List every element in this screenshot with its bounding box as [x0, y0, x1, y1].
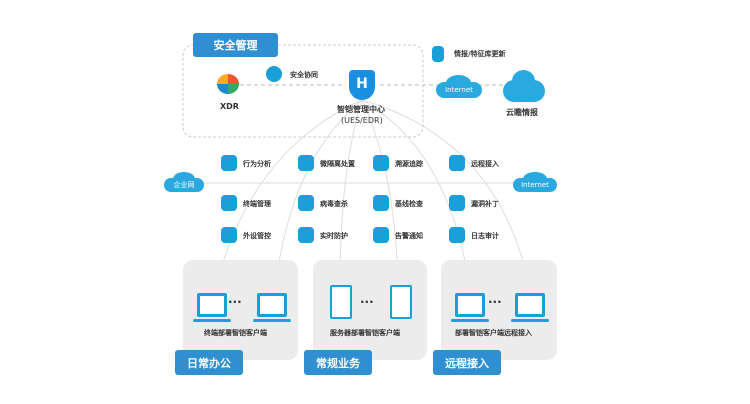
feature-icon — [221, 227, 237, 243]
update-label: 情报/特征库更新 — [454, 50, 506, 58]
ellipsis: ··· — [228, 295, 242, 309]
xdr-label: XDR — [220, 102, 239, 111]
feature-label: 终端管理 — [243, 200, 271, 208]
enterprise-net-cloud: 企业网 — [164, 171, 204, 192]
shield-logo-icon: H — [349, 70, 375, 100]
server-icon — [330, 285, 352, 319]
feature-label: 日志审计 — [471, 232, 499, 240]
feature-label: 病毒查杀 — [320, 200, 348, 208]
handshake-icon — [266, 66, 282, 82]
laptop-icon — [193, 293, 231, 322]
feature-label: 行为分析 — [243, 160, 271, 168]
intel-label: 云瞻情报 — [506, 108, 538, 117]
feature-icon — [373, 195, 389, 211]
internet-right-label: Internet — [521, 181, 549, 189]
feature-label: 微隔离处置 — [320, 160, 355, 168]
feature-label: 实时防护 — [320, 232, 348, 240]
feature-label: 基线检查 — [395, 200, 423, 208]
center-label: 智铠管理中心 — [337, 105, 385, 114]
feature-icon — [449, 195, 465, 211]
xdr-logo-icon — [217, 74, 239, 94]
feature-icon — [449, 227, 465, 243]
ellipsis: ··· — [488, 295, 502, 309]
feature-label: 溯源追踪 — [395, 160, 423, 168]
group-caption: 服务器部署智铠客户端 — [330, 329, 400, 337]
feature-icon — [373, 155, 389, 171]
internet-cloud-top: Internet — [436, 74, 482, 98]
group-caption: 部署智铠客户端远程接入 — [455, 329, 532, 337]
laptop-icon — [451, 293, 489, 322]
internet-cloud-right: Internet — [513, 171, 557, 192]
feature-label: 告警通知 — [395, 232, 423, 240]
tag-remote-access: 远程接入 — [433, 350, 501, 375]
laptop-icon — [511, 293, 549, 322]
feature-icon — [221, 155, 237, 171]
enterprise-net-label: 企业网 — [173, 181, 195, 189]
feature-icon — [373, 227, 389, 243]
feature-label: 漏洞补丁 — [471, 200, 499, 208]
feature-icon — [449, 155, 465, 171]
center-sub-label: (UES/EDR) — [341, 116, 383, 125]
group-caption: 终端部署智铠客户端 — [204, 329, 267, 337]
database-icon — [432, 46, 444, 62]
feature-icon — [221, 195, 237, 211]
feature-label: 外设管控 — [243, 232, 271, 240]
server-icon — [390, 285, 412, 319]
tag-daily-office: 日常办公 — [175, 350, 243, 375]
security-mgmt-tag: 安全管理 — [193, 33, 278, 57]
internet-label: Internet — [445, 86, 473, 94]
collab-label: 安全协同 — [290, 71, 318, 79]
feature-icon — [298, 227, 314, 243]
feature-icon — [298, 195, 314, 211]
laptop-icon — [253, 293, 291, 322]
tag-regular-business: 常规业务 — [304, 350, 372, 375]
feature-label: 远程接入 — [471, 160, 499, 168]
ellipsis: ··· — [360, 295, 374, 309]
intel-cloud-icon — [503, 70, 545, 102]
feature-icon — [298, 155, 314, 171]
